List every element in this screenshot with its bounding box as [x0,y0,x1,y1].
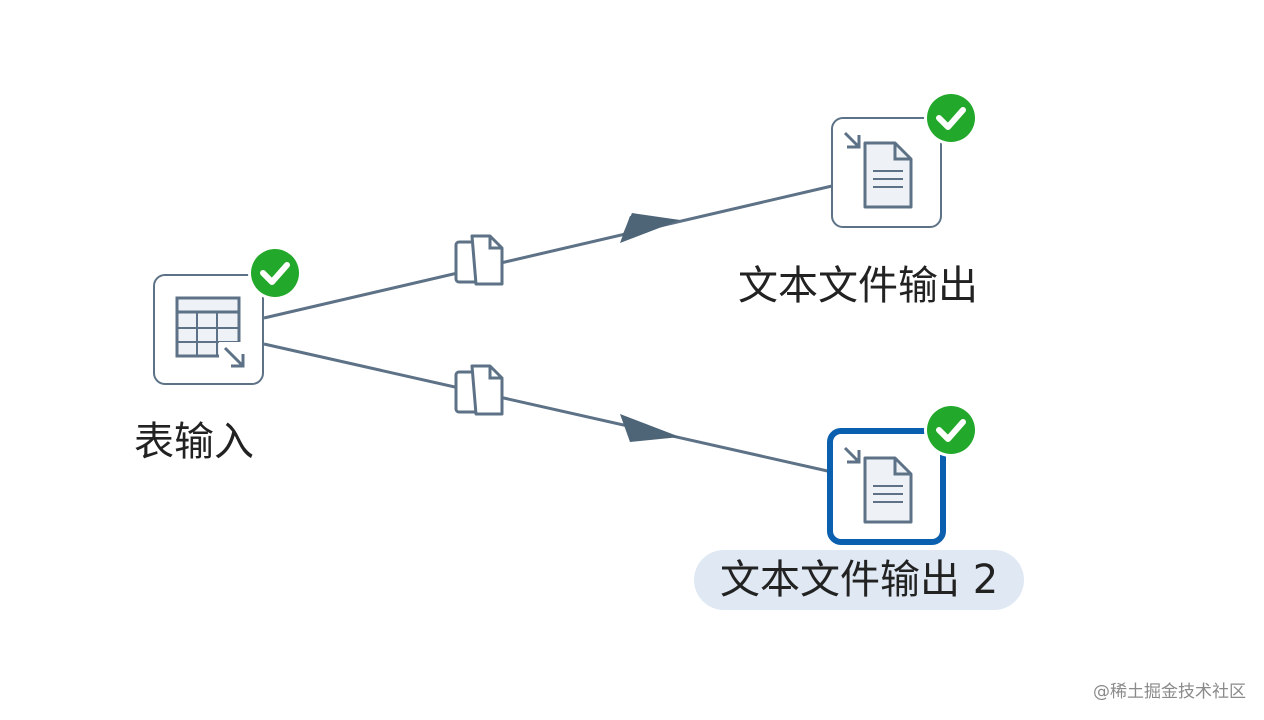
hop-table-input-to-text-output-1[interactable] [263,184,833,320]
step-label-text-output-2[interactable]: 文本文件输出 2 [694,550,1025,610]
status-ok-icon [924,403,978,457]
step-table-input[interactable] [153,274,264,385]
step-text-output-2[interactable] [827,428,946,545]
hop-arrow-icon [620,414,680,442]
watermark: @稀土掘金技术社区 [1093,682,1246,702]
step-label-table-input: 表输入 [134,419,254,465]
status-ok-icon [248,246,302,300]
step-label-text-output-1: 文本文件输出 [738,263,978,309]
table-input-icon [175,296,251,374]
copy-rows-icon [454,234,504,286]
copy-rows-icon [454,364,504,416]
hop-table-input-to-text-output-2[interactable] [263,342,833,474]
text-file-output-icon [843,446,913,524]
step-text-output-1[interactable] [831,117,942,228]
status-ok-icon [924,91,978,145]
text-file-output-icon [843,131,913,209]
